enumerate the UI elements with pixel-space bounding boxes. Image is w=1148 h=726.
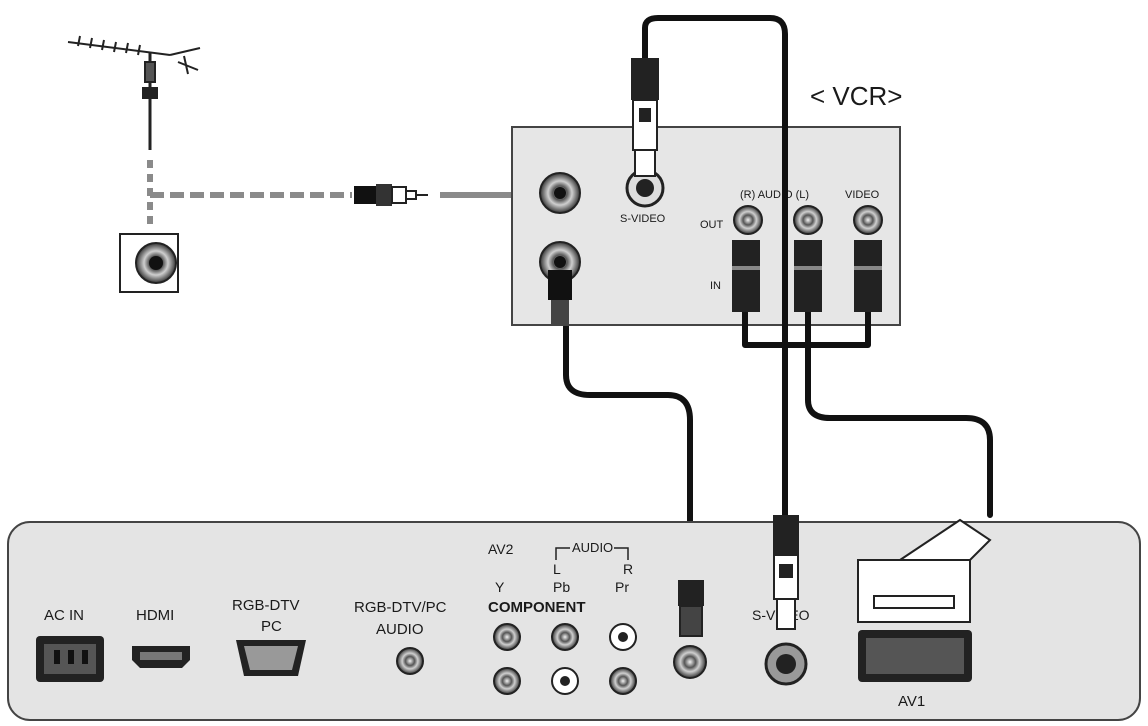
svideo-plug-icon [631, 58, 659, 177]
vcr-audio-r-out-jack [733, 205, 763, 235]
vga-port-icon [236, 640, 306, 676]
rf-plug-icon-tv [678, 580, 704, 637]
hdmi-label: HDMI [136, 607, 174, 624]
y-label: Y [495, 579, 505, 595]
vcr-title: < VCR> [810, 81, 903, 111]
rgb-audio-label: RGB-DTV/PC [354, 599, 447, 616]
component-label: COMPONENT [488, 599, 586, 616]
vcr-back-panel [511, 126, 901, 326]
component-pb-jack [551, 623, 579, 651]
rf-plug-icon-vcr-out [548, 270, 572, 326]
tv-antenna-jack [673, 645, 707, 679]
vcr-audio-l-out-jack [793, 205, 823, 235]
scart-plug-icon [857, 518, 992, 623]
pc-audio-jack [396, 647, 424, 675]
pr-label: Pr [615, 579, 629, 595]
ac-in-socket-icon [36, 636, 104, 682]
wall-socket-icon [119, 233, 179, 293]
rf-plug-icon [354, 184, 428, 206]
av2-label: AV2 [488, 541, 514, 557]
scart-port-icon [858, 630, 972, 682]
vcr-video-out-jack [853, 205, 883, 235]
audio-r-label: R [623, 561, 633, 577]
pb-label: Pb [553, 579, 570, 595]
vcr-in-label: IN [710, 280, 721, 292]
av2-video-jack [493, 667, 521, 695]
rgb-audio-label-2: AUDIO [376, 621, 424, 638]
vcr-video-label: VIDEO [845, 189, 880, 201]
av2-audio-r-jack [609, 667, 637, 695]
audio-bracket [555, 547, 629, 560]
audio-l-label: L [553, 561, 561, 577]
vcr-out-label: OUT [700, 219, 724, 231]
rca-plug-icon [732, 240, 882, 312]
component-y-jack [493, 623, 521, 651]
component-jacks [493, 623, 637, 695]
av1-label: AV1 [898, 693, 925, 710]
ac-in-label: AC IN [44, 607, 84, 624]
antenna-icon [67, 35, 201, 150]
rgb-dtv-pc-label: PC [261, 618, 282, 635]
audio-label: AUDIO [572, 540, 613, 555]
vcr-audio-label: (R) AUDIO (L) [740, 189, 809, 201]
vcr-svideo-label: S-VIDEO [620, 213, 666, 225]
cables [563, 15, 993, 593]
svideo-plug-icon-tv [773, 515, 799, 630]
hdmi-port-icon [132, 646, 190, 668]
rgb-dtv-label: RGB-DTV [232, 597, 300, 614]
